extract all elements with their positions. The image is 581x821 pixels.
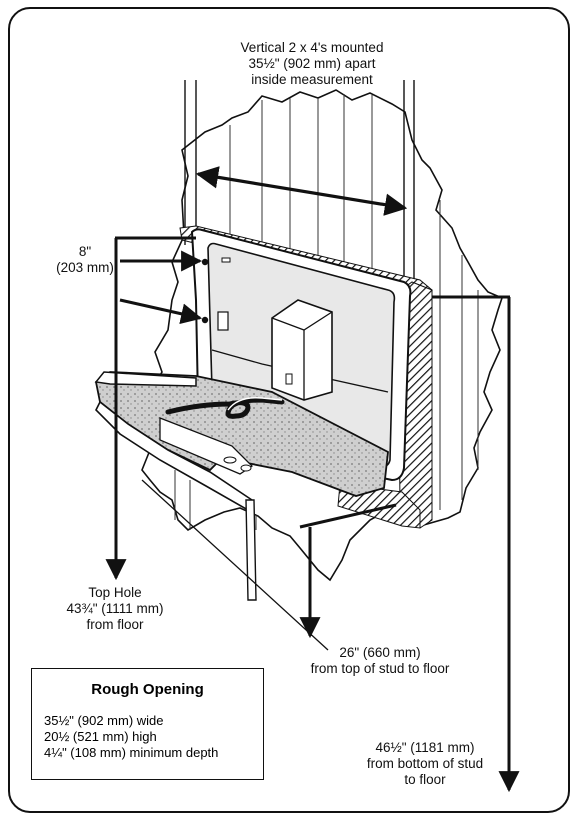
top-hole-line-1: Top Hole — [88, 585, 142, 600]
hole-spacing-line-2: (203 mm) — [56, 260, 114, 275]
rough-opening-depth: 4¼" (108 mm) minimum depth — [44, 745, 219, 760]
rough-opening-width: 35½" (902 mm) wide — [44, 713, 164, 728]
stud-spacing-arrow — [195, 166, 408, 216]
stud-label-line-3: inside measurement — [251, 72, 373, 87]
hole-spacing-label: 8" (203 mm) — [44, 244, 126, 276]
top-hole-line-2: 43¾" (1111 mm) — [66, 601, 164, 616]
hole-spacing-line-1: 8" — [78, 244, 92, 259]
top-hole-label: Top Hole 43¾" (1111 mm) from floor — [55, 585, 175, 633]
stud-top-line-2: from top of stud to floor — [310, 661, 450, 676]
stud-spacing-label: Vertical 2 x 4's mounted 35½" (902 mm) a… — [192, 40, 432, 88]
stud-bottom-line-2: from bottom of stud — [366, 756, 484, 771]
stud-bottom-line-3: to floor — [404, 772, 446, 787]
stud-label-line-2: 35½" (902 mm) apart — [248, 56, 376, 71]
rough-opening-height: 20½ (521 mm) high — [44, 729, 157, 744]
stud-top-label: 26" (660 mm) from top of stud to floor — [285, 645, 475, 677]
rough-opening-box: Rough Opening 35½" (902 mm) wide 20½ (52… — [31, 668, 264, 780]
top-hole-line-3: from floor — [86, 617, 144, 632]
rough-opening-title: Rough Opening — [91, 681, 204, 698]
dispenser-box — [271, 299, 333, 401]
stud-bottom-line-1: 46½" (1181 mm) — [375, 740, 475, 755]
stud-top-line-1: 26" (660 mm) — [339, 645, 421, 660]
stud-label-line-1: Vertical 2 x 4's mounted — [240, 40, 384, 55]
rough-opening-specs: 35½" (902 mm) wide 20½ (521 mm) high 4¼"… — [44, 713, 218, 761]
stud-bottom-label: 46½" (1181 mm) from bottom of stud to fl… — [350, 740, 500, 788]
